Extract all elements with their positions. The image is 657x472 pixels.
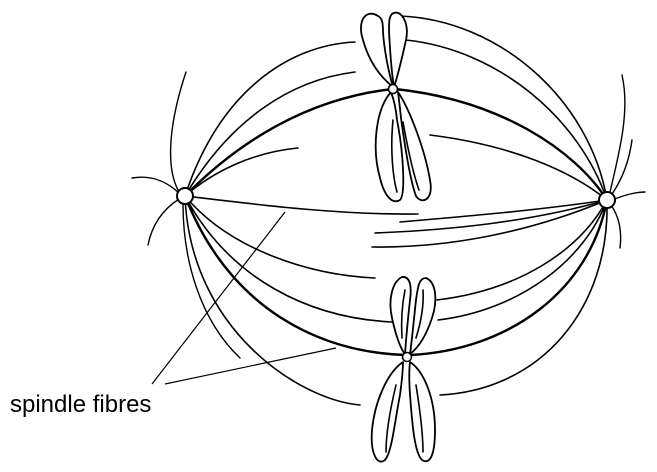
- label-pointer: [151, 211, 286, 385]
- spindle-fibre: [439, 199, 608, 396]
- astral-ray: [609, 74, 626, 193]
- spindle-fibre: [408, 198, 609, 357]
- chromatid-groove: [400, 289, 406, 339]
- chromatid: [397, 91, 432, 202]
- spindle-fibre: [405, 39, 608, 201]
- astral-ray: [182, 203, 241, 359]
- astral-ray: [611, 191, 646, 201]
- spindle-pole: [598, 191, 616, 209]
- spindle-fibre: [184, 195, 419, 215]
- centromere: [401, 351, 413, 363]
- astral-ray: [131, 176, 180, 194]
- spindle-fibre: [184, 195, 376, 279]
- chromatid: [374, 91, 405, 203]
- astral-ray: [611, 139, 633, 195]
- spindle-fibre: [393, 87, 609, 202]
- spindle-fibres-label: spindle fibres: [10, 391, 152, 418]
- spindle-fibre: [374, 199, 608, 234]
- spindle-fibre: [184, 147, 299, 197]
- spindle-fibre: [436, 199, 608, 301]
- spindle-pole: [176, 187, 194, 205]
- spindle-fibre: [371, 199, 608, 248]
- centromere: [387, 83, 399, 95]
- spindle-fibre: [184, 71, 356, 197]
- spindle-fibre: [183, 87, 395, 198]
- chromatid: [370, 361, 404, 463]
- spindle-fibre: [184, 195, 393, 323]
- spindle-fibre: [183, 194, 407, 357]
- spindle-fibre: [184, 41, 356, 197]
- chromatid-groove: [415, 289, 424, 339]
- chromatid: [388, 11, 408, 88]
- chromatid-groove: [415, 384, 424, 453]
- spindle-fibre: [437, 199, 608, 321]
- label-pointer: [164, 347, 337, 385]
- spindle-fibre: [184, 195, 361, 406]
- chromatid-groove: [402, 121, 420, 191]
- chromatid-groove: [391, 119, 398, 193]
- spindle-fibre: [399, 15, 608, 201]
- astral-ray: [147, 198, 180, 246]
- spindle-fibre: [399, 199, 608, 223]
- astral-ray: [610, 204, 622, 249]
- chromatid-groove: [385, 384, 397, 453]
- astral-ray: [169, 71, 187, 191]
- spindle-fibre: [429, 134, 608, 201]
- chromatid: [389, 276, 412, 355]
